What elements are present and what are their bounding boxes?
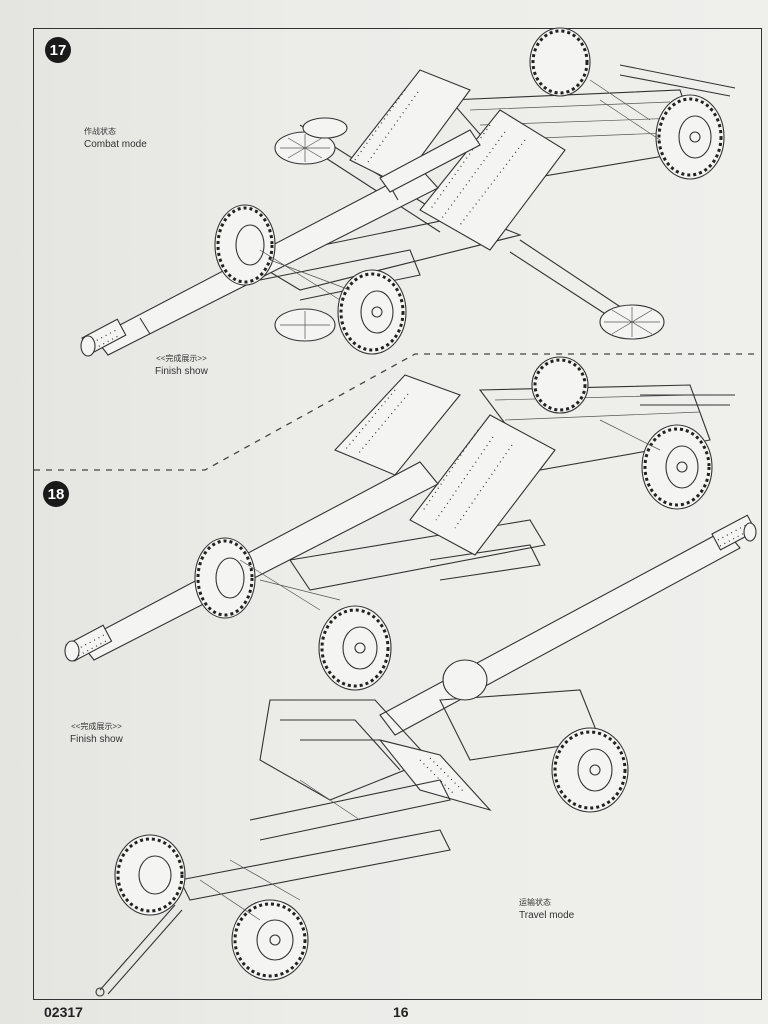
- step-17-badge: 17: [45, 37, 71, 63]
- combat-mode-label-cn: 作战状态: [84, 127, 116, 136]
- finish-show-caption-17: <<完成展示>> Finish show: [155, 352, 208, 378]
- page-frame: [33, 28, 762, 1000]
- travel-mode-label-en: Travel mode: [519, 910, 575, 921]
- step-18-badge: 18: [43, 481, 69, 507]
- combat-mode-label-en: Combat mode: [84, 139, 147, 150]
- travel-mode-gun-drawing: [95, 514, 757, 997]
- finish-show-label-en: Finish show: [155, 366, 208, 377]
- finish-show-label-cn: <<完成展示>>: [71, 722, 122, 731]
- combat-mode-caption: 作战状态 Combat mode: [84, 125, 147, 151]
- finish-show-label-cn: <<完成展示>>: [156, 354, 207, 363]
- combat-mode-gun-drawing: [80, 27, 736, 357]
- finish-show-gun-drawing: [64, 356, 735, 691]
- kit-code: 02317: [44, 1004, 83, 1020]
- travel-mode-caption: 运输状态 Travel mode: [519, 896, 574, 922]
- travel-mode-label-cn: 运输状态: [519, 898, 551, 907]
- finish-show-caption-18: <<完成展示>> Finish show: [70, 720, 123, 746]
- step-divider: [34, 353, 760, 471]
- page-number: 16: [393, 1004, 409, 1020]
- finish-show-label-en: Finish show: [70, 734, 123, 745]
